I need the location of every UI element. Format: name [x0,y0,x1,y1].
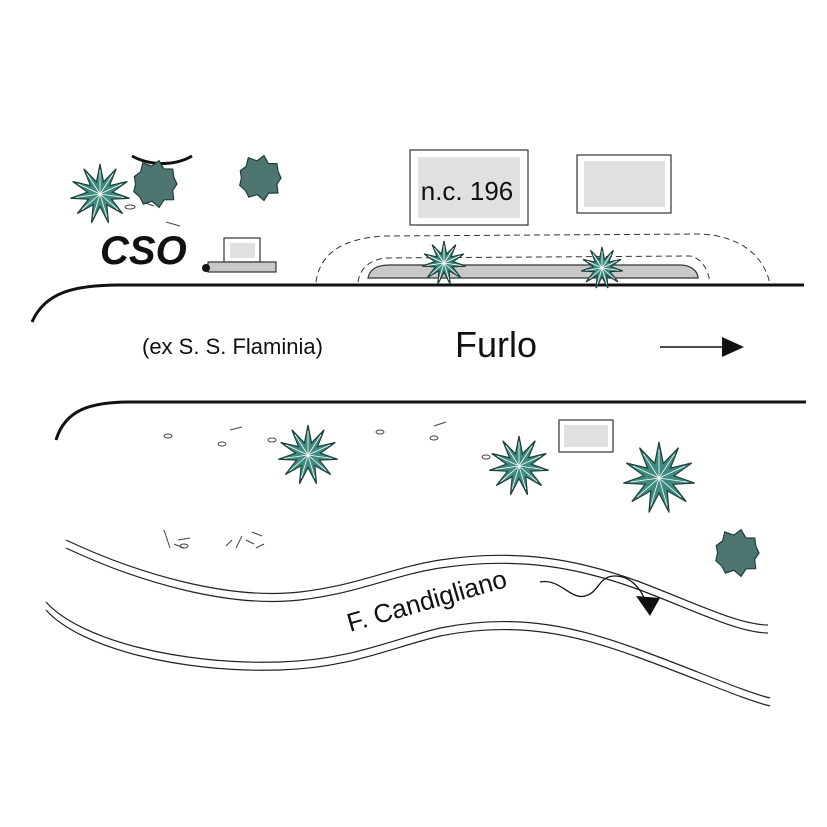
star-tree-icon-vein [632,465,660,479]
star-tree-icon-vein [596,267,603,285]
building-south [558,419,614,453]
round-shrub-icon [715,528,760,578]
star-tree-icon-vein [643,453,660,479]
layby-outer-dashed [315,233,771,285]
ground-marks [124,201,491,549]
star-tree-icon-vein [289,454,309,472]
river-upper-bank-1 [65,539,769,626]
star-tree-icon-vein [426,262,445,266]
star-tree-icon-vein [307,454,316,479]
star-tree-icon-vein [438,262,445,281]
paved-strip [367,264,699,279]
star-tree-icon-vein [601,267,608,285]
road-note-label: (ex S. S. Flaminia) [142,334,323,359]
building-nc196 [409,149,529,226]
building-small [207,237,277,273]
road-name-label: Furlo [455,324,537,365]
star-tree-icon-vein [518,445,533,467]
layby [315,233,771,285]
cso-point-marker [202,264,210,272]
star-tree-icon-vein [427,255,445,264]
star-tree-icon-vein [434,247,445,264]
star-tree-icon-vein [650,477,660,506]
layby-inner-dashed [357,255,711,283]
star-tree-icon-vein [300,454,309,479]
star-tree-icon-vein [443,262,450,281]
star-tree-icon-vein [601,253,612,269]
star-tree-icon-vein [81,193,101,211]
star-tree-icon-vein [518,455,541,467]
star-tree-icon-vein [589,267,603,280]
star-tree-icon-vein [443,255,461,264]
star-tree-icon-vein [658,453,675,479]
road-upper-edge [30,283,804,323]
star-tree-icon-vein [511,465,520,490]
star-tree-icon-vein [286,444,309,456]
river-upper-bank-2 [65,547,769,634]
star-tree-icon-vein [443,262,462,266]
road-lower-edge [54,400,806,441]
star-tree-icon-vein [518,465,527,490]
star-tree-icon-vein [601,267,615,280]
star-tree-icon-vein [658,465,686,479]
star-tree-icon-vein [294,434,309,456]
star-tree-icon-vein [586,260,603,269]
star-tree-icon-vein [307,454,332,459]
direction-arrow-icon [660,337,744,357]
round-shrub-icon [239,154,282,202]
building-right [576,154,672,214]
star-tree-icon-vein [307,434,322,456]
flow-arrow-icon [539,575,660,616]
star-tree-icon-vein [99,193,119,211]
star-tree-icon-vein [497,455,520,467]
star-tree-icon-vein [78,183,101,195]
round-shrub-icon [133,159,178,209]
star-tree-icon-vein [284,454,309,459]
star-tree-icon-vein [636,477,660,498]
star-tree-icon-vein [99,193,124,198]
star-tree-icon-vein [518,465,538,483]
star-tree-icon-vein [76,193,101,198]
building-number-label: n.c. 196 [421,176,514,206]
star-tree-icon-vein [307,454,327,472]
star-tree-icon-vein [518,465,543,470]
star-tree-icon-vein [601,260,618,269]
trees [70,154,760,578]
star-tree-icon-vein [592,253,603,269]
star-tree-icon-vein [658,477,688,483]
star-tree-icon-vein [443,247,454,264]
star-tree-icon-vein [99,173,114,195]
river-lower-bank-1 [45,601,771,699]
star-tree-icon-vein [500,465,520,483]
star-tree-icon-vein [99,183,122,195]
star-tree-icon-vein [92,193,101,218]
star-tree-icon-vein [495,465,520,470]
river [45,539,771,707]
star-tree-icon-vein [443,262,458,275]
star-tree-icon-vein [505,445,520,467]
river-lower-bank-2 [45,609,771,707]
star-tree-icon-vein [658,477,668,506]
star-tree-icon-vein [658,477,682,498]
cso-label: CSO [100,229,187,273]
road [30,283,806,441]
star-tree-icon-vein [630,477,660,483]
star-tree-icon-vein [307,444,330,456]
star-tree-icon-vein [585,267,603,271]
star-tree-icon-vein [86,173,101,195]
overhead-line [131,154,193,165]
star-tree-icon-vein [430,262,445,275]
river-name-label: F. Candigliano [343,564,510,638]
star-tree-icon-vein [601,267,619,271]
star-tree-icon-vein [99,193,108,218]
